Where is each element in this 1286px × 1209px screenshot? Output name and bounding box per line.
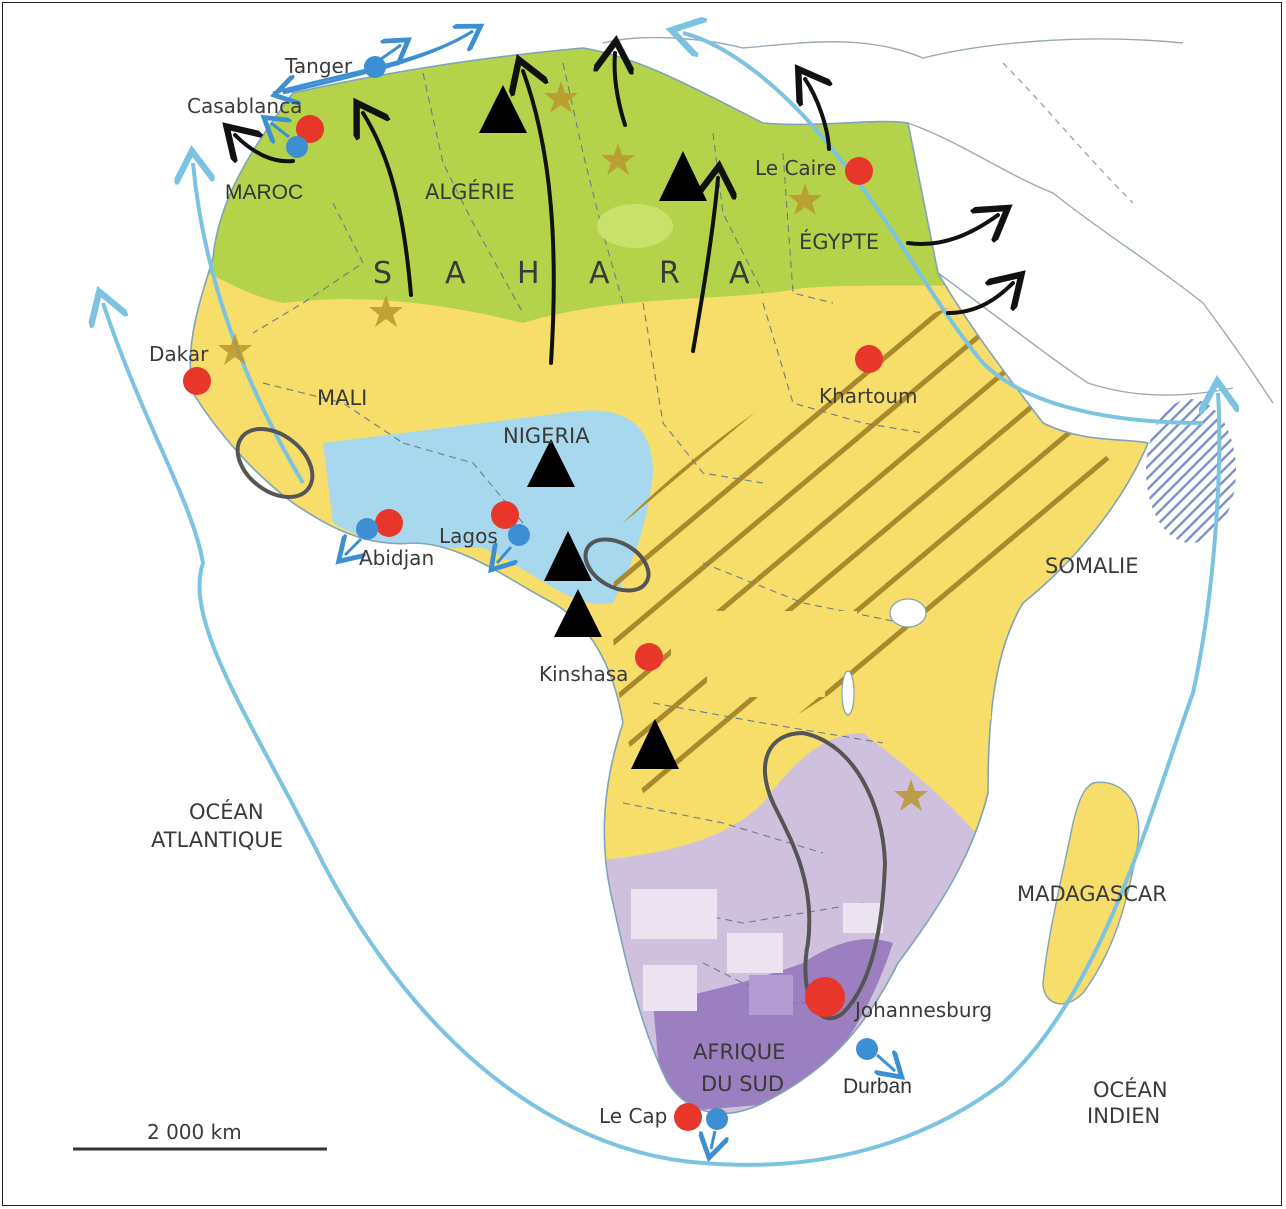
label-algerie: ALGÉRIE [425, 179, 515, 204]
label-dakar: Dakar [149, 342, 209, 366]
star-icon [788, 183, 822, 215]
scale-label: 2 000 km [147, 1120, 242, 1144]
label-ocean-indien-1: OCÉAN [1093, 1077, 1168, 1102]
label-tanger: Tanger [284, 54, 353, 78]
label-maroc: MAROC [225, 181, 303, 204]
label-kinshasa: Kinshasa [539, 662, 628, 686]
star-icon [369, 295, 403, 327]
label-sahara-s: S [373, 256, 392, 291]
triangle-icon [554, 589, 602, 637]
capital-marker-johannesburg [805, 977, 845, 1017]
triangle-icon [544, 531, 592, 581]
blank-patches [631, 611, 991, 1149]
lake [889, 598, 927, 628]
port-marker-lagos [508, 524, 530, 546]
label-ocean-atlantique-2: ATLANTIQUE [151, 828, 283, 852]
triangles [479, 85, 707, 769]
capital-marker-casablanca [296, 115, 324, 143]
port-marker-durban [856, 1038, 878, 1060]
star-icon [218, 333, 252, 365]
star-icon [894, 779, 928, 811]
country-borders [252, 62, 924, 1004]
migration-arrows [235, 53, 1013, 365]
map-labels: Tanger Casablanca MAROC ALGÉRIE Le Caire… [149, 54, 1168, 1128]
label-sahara-a1: A [445, 256, 466, 291]
capital-dots [183, 115, 883, 1131]
triangle-icon [527, 439, 575, 487]
somalia-hatch-zone [1146, 399, 1236, 543]
region-north [190, 48, 1003, 323]
resource-stars [218, 81, 928, 811]
label-casablanca: Casablanca [187, 94, 302, 118]
capital-marker-kinshasa [635, 643, 663, 671]
label-somalie: SOMALIE [1045, 554, 1139, 578]
capital-marker-le-caire [845, 157, 873, 185]
africa-map: Tanger Casablanca MAROC ALGÉRIE Le Caire… [73, 3, 1274, 1167]
label-sahara-r: R [659, 256, 680, 291]
label-afrique-1: AFRIQUE [693, 1040, 785, 1064]
zone-ovals [235, 427, 888, 1021]
port-dots [271, 45, 895, 1149]
label-johannesburg: Johannesburg [853, 998, 992, 1022]
triangle-icon [631, 719, 679, 769]
star-icon [544, 81, 578, 113]
port-marker-abidjan [356, 518, 378, 540]
triangle-icon [659, 151, 707, 201]
label-mali: MALI [317, 386, 367, 410]
label-afrique-2: DU SUD [701, 1072, 784, 1096]
lake [597, 204, 673, 248]
label-lagos: Lagos [439, 524, 498, 548]
label-sahara-h: H [517, 256, 540, 291]
label-khartoum: Khartoum [819, 384, 918, 408]
label-sahara-a2: A [589, 256, 610, 291]
label-le-cap: Le Cap [599, 1104, 667, 1128]
star-icon [601, 143, 635, 175]
label-madagascar: MADAGASCAR [1017, 882, 1167, 906]
capital-marker-khartoum [855, 345, 883, 373]
label-ocean-atlantique-1: OCÉAN [189, 799, 264, 824]
triangle-icon [479, 85, 527, 133]
ocean-routes [103, 33, 1219, 1167]
madagascar-island [1042, 781, 1140, 1005]
label-ocean-indien-2: INDIEN [1087, 1104, 1160, 1128]
region-west [323, 410, 653, 605]
label-sahara-a3: A [729, 256, 750, 291]
label-le-caire: Le Caire [755, 156, 836, 180]
lake [841, 670, 855, 716]
africa-regions [190, 48, 1148, 1114]
label-egypte: ÉGYPTE [799, 229, 879, 254]
label-durban: Durban [843, 1075, 912, 1098]
capital-marker-abidjan [375, 509, 403, 537]
label-nigeria: NIGERIA [503, 424, 590, 448]
port-marker-le-cap [706, 1108, 728, 1130]
scale-bar: 2 000 km [73, 1120, 327, 1151]
port-marker-casablanca [286, 136, 308, 158]
capital-marker-dakar [183, 367, 211, 395]
capital-marker-le-cap [674, 1103, 702, 1131]
capital-marker-lagos [491, 501, 519, 529]
label-abidjan: Abidjan [359, 546, 434, 570]
